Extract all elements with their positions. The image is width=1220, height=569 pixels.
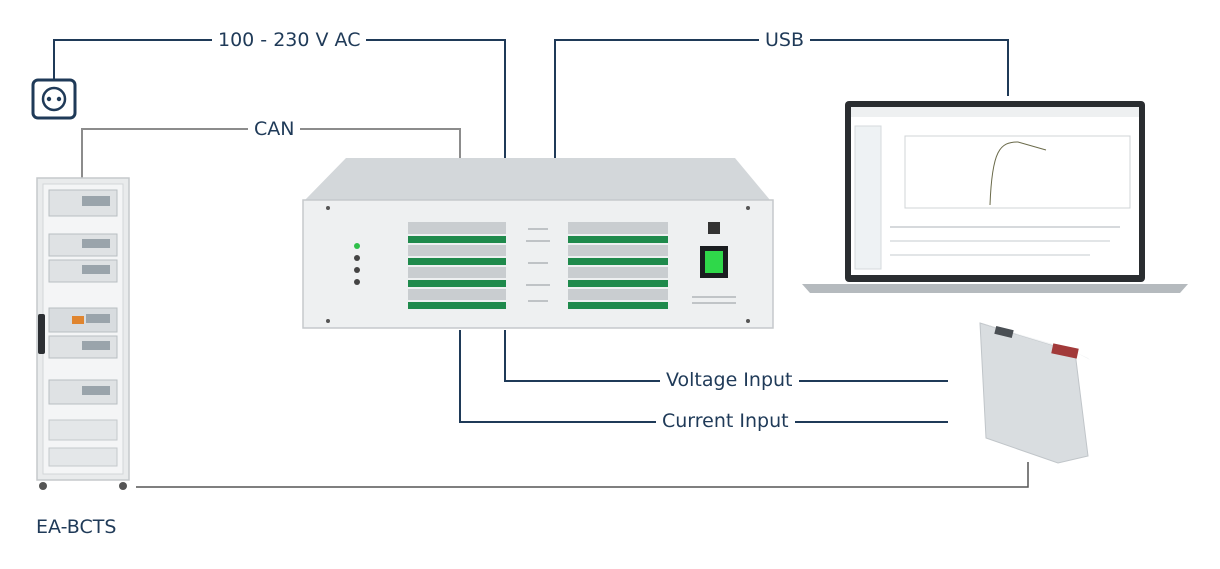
laptop <box>802 101 1188 293</box>
can-label: CAN <box>248 118 301 140</box>
rack-label: EA-BCTS <box>36 516 117 538</box>
ground-line <box>136 462 1029 488</box>
power-line <box>53 39 506 158</box>
power-socket-icon <box>31 78 77 120</box>
data-logger-device <box>302 158 774 329</box>
rack-cabinet <box>36 177 130 490</box>
voltage-input-label: Voltage Input <box>660 369 799 391</box>
voltage-line <box>504 330 948 382</box>
battery-cell <box>979 322 1090 464</box>
power-label: 100 - 230 V AC <box>212 29 367 51</box>
usb-label: USB <box>759 29 811 51</box>
current-input-label: Current Input <box>656 410 795 432</box>
